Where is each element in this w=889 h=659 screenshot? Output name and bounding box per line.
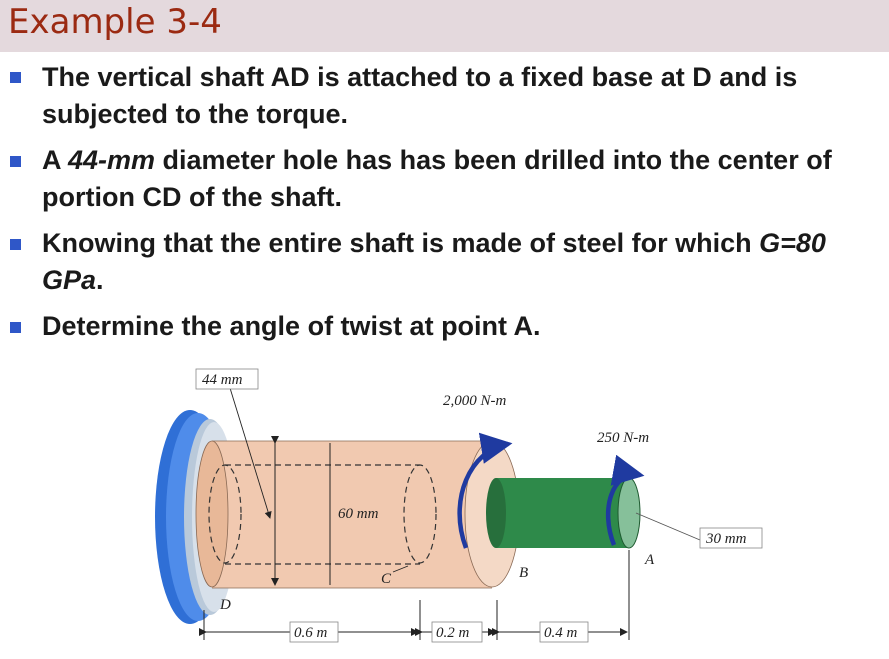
bullet-2-text-italic: 44-mm [68,145,156,175]
length-cd-label: 0.6 m [294,625,328,641]
bullet-3-text-b: . [96,265,104,295]
bullet-4-text: Determine the angle of twist at point A. [42,311,541,341]
point-d-label: D [219,597,231,613]
bullet-marker-icon [10,156,21,167]
small-diameter-label: 30 mm [705,531,747,547]
bullet-marker-icon [10,239,21,250]
point-c-label: C [381,571,392,587]
bullet-1-text: The vertical shaft AD is attached to a f… [42,62,798,129]
outer-diameter-label: 60 mm [338,506,379,522]
bullet-3-text-a: Knowing that the entire shaft is made of… [42,228,760,258]
bullet-4: Determine the angle of twist at point A. [42,308,882,345]
torque-b-arrow-icon [457,432,513,549]
slide-title: Example 3-4 [8,2,222,42]
bullet-2-text-b: diameter hole has has been drilled into … [42,145,832,212]
length-cb-label: 0.2 m [436,625,470,641]
hole-diameter-label: 44 mm [202,372,243,388]
small-shaft [486,477,701,549]
torque-b-label: 2,000 N-m [443,393,507,409]
torque-a-label: 250 N-m [597,430,649,446]
bullet-2-text-a: A [42,145,68,175]
bullet-marker-icon [10,72,21,83]
point-a-label: A [644,552,655,568]
torque-a-arrow-icon [605,454,645,546]
bullet-3: Knowing that the entire shaft is made of… [42,225,882,299]
bullet-marker-icon [10,322,21,333]
bullet-2: A 44-mm diameter hole has has been drill… [42,142,882,216]
title-bar: Example 3-4 [0,0,889,52]
bullet-1: The vertical shaft AD is attached to a f… [42,59,882,133]
large-shaft [195,387,520,589]
point-b-label: B [519,565,528,581]
bullet-3-text-italic: G=80 GPa [42,228,826,295]
length-ba-label: 0.4 m [544,625,578,641]
